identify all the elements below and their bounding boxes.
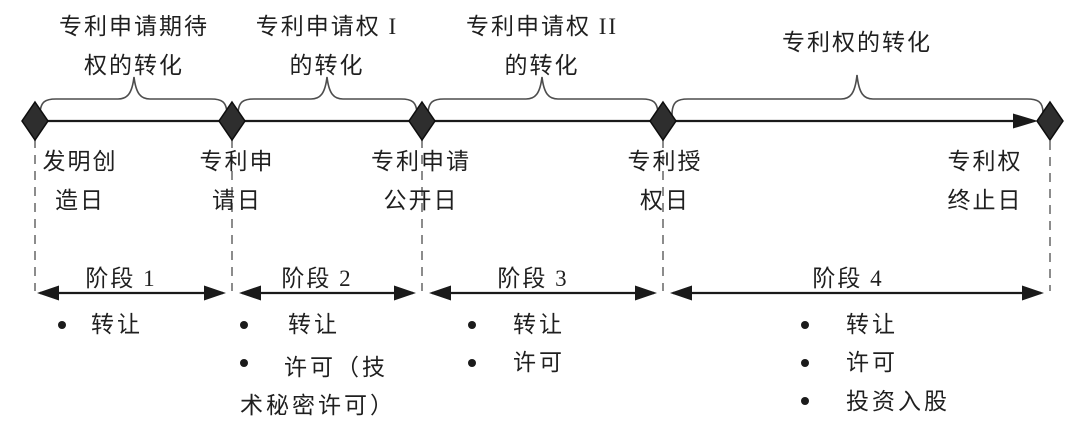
stage2-item-license: 许可（技术秘密许可） [240, 355, 396, 418]
milestone-diamond-icon [21, 100, 49, 142]
phase-label-line: 的转化 [504, 53, 580, 78]
milestone-line: 公开日 [383, 188, 459, 213]
overbrace-icon [671, 74, 1044, 116]
overbrace-icon [39, 76, 228, 116]
overbrace-icon [427, 76, 659, 116]
milestone-line: 请日 [212, 188, 262, 213]
phase-label-line: 权的转化 [84, 53, 184, 78]
stage1-item-transfer: 转让 [91, 312, 143, 337]
phase-label-application-right-1: 专利申请权 I 的转化 [197, 7, 457, 85]
milestone-diamond-icon [649, 100, 677, 142]
phase-label-line: 的转化 [289, 53, 365, 78]
stage3-item-license: 许可 [513, 350, 565, 375]
stage-label-2: 阶段 2 [281, 266, 353, 291]
bullet-icon [801, 359, 809, 367]
milestone-line: 权日 [640, 188, 690, 213]
phase-label-line: 专利权的转化 [782, 30, 932, 55]
bullet-icon [240, 321, 248, 329]
milestone-line: 专利授 [627, 149, 703, 174]
stage-span-arrow [239, 285, 416, 301]
stage-label-4: 阶段 4 [812, 266, 884, 291]
stage-label-3: 阶段 3 [497, 266, 569, 291]
bullet-icon [801, 321, 809, 329]
phase-label-line: 专利申请期待 [59, 14, 209, 39]
overbrace-icon [237, 76, 418, 116]
phase-label-pending-right: 专利申请期待 权的转化 [4, 7, 264, 85]
milestone-line: 发明创 [42, 149, 118, 174]
phase-label-patent-right: 专利权的转化 [727, 23, 987, 62]
bullet-icon [240, 359, 248, 367]
milestone-line: 专利权 [947, 149, 1023, 174]
stage-label-1: 阶段 1 [85, 266, 157, 291]
milestone-line: 造日 [55, 188, 105, 213]
stage3-item-transfer: 转让 [513, 312, 565, 337]
stage4-item-transfer: 转让 [846, 312, 898, 337]
phase-label-application-right-2: 专利申请权 II 的转化 [412, 7, 672, 85]
stage4-item-license: 许可 [846, 350, 898, 375]
milestone-label-termination-date: 专利权 终止日 [895, 142, 1075, 220]
milestone-line: 专利申 [199, 149, 275, 174]
bullet-icon [801, 397, 809, 405]
bullet-icon [468, 359, 476, 367]
milestone-label-grant-date: 专利授 权日 [575, 142, 755, 220]
milestone-label-filing-date: 专利申 请日 [147, 142, 327, 220]
phase-label-line: 专利申请权 II [465, 14, 619, 39]
milestone-diamond-icon [218, 100, 246, 142]
milestone-label-invention-date: 发明创 造日 [0, 142, 170, 220]
stage-span-arrow [429, 285, 657, 301]
bullet-icon [58, 321, 66, 329]
milestone-label-publication-date: 专利申请 公开日 [331, 142, 511, 220]
stage-span-arrow [670, 285, 1044, 301]
bullet-icon [468, 321, 476, 329]
milestone-diamond-icon [408, 100, 436, 142]
milestone-diamond-icon [1036, 100, 1064, 142]
phase-label-line: 专利申请权 I [255, 14, 399, 39]
stage4-item-equity: 投资入股 [846, 389, 950, 414]
timeline-arrowhead-icon [1013, 113, 1038, 129]
milestone-line: 终止日 [947, 188, 1023, 213]
stage2-item-transfer: 转让 [288, 312, 340, 337]
milestone-line: 专利申请 [371, 149, 471, 174]
stage-span-arrow [37, 285, 226, 301]
